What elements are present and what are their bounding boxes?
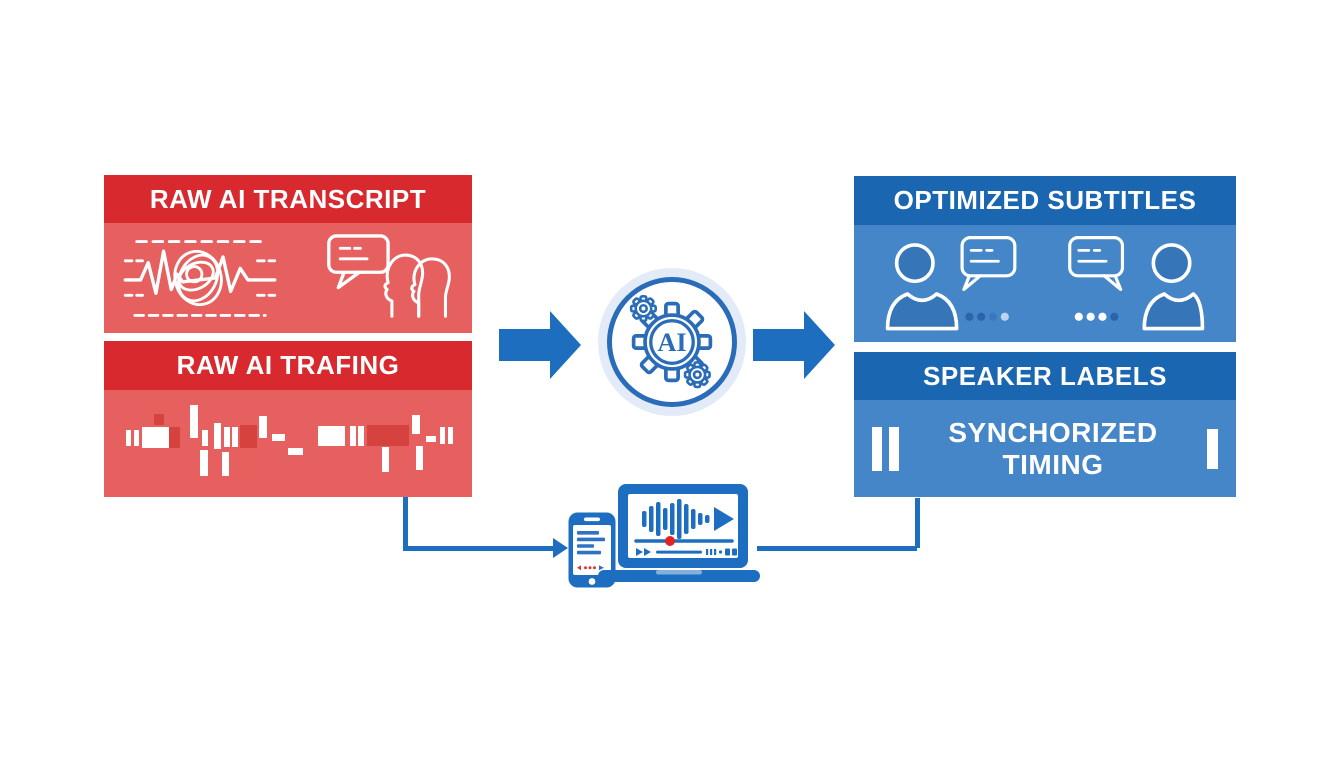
arrow-right-icon (753, 311, 835, 379)
pause-bar-icon (1207, 428, 1218, 469)
optimized-subtitles-header: OPTIMIZED SUBTITLES (854, 176, 1236, 225)
speaker-labels-title: SPEAKER LABELS (923, 360, 1167, 391)
left-connector-arrowhead (553, 538, 568, 558)
synchronized-timing-label: SYNCHORIZED TIMING (948, 416, 1158, 480)
speaker-labels-body: SYNCHORIZED TIMING (854, 400, 1236, 497)
speakers-chat-icon (327, 234, 451, 318)
smartphone-transcript-icon (568, 512, 616, 588)
speaker-labels-box: SPEAKER LABELS SYNCHORIZED TIMING (854, 352, 1236, 497)
synchronized-timing-row: SYNCHORIZED TIMING (854, 400, 1236, 497)
left-connector-horizontal (403, 546, 555, 551)
raw-transcript-body (104, 223, 472, 333)
ai-processor-badge: AI (598, 268, 746, 416)
left-connector-vertical (403, 497, 408, 548)
speaker-labels-header: SPEAKER LABELS (854, 352, 1236, 400)
speaker-chat-left-icon (885, 235, 1017, 330)
raw-timing-title: RAW AI TRAFING (176, 350, 400, 380)
arrow-right-icon (499, 311, 581, 379)
speaker-chat-right-icon (1068, 235, 1205, 330)
optimized-subtitles-body (854, 225, 1236, 342)
raw-timing-box: RAW AI TRAFING (104, 341, 472, 497)
rough-timing-bars-icon (126, 405, 453, 476)
laptop-media-player-icon (598, 484, 760, 582)
right-connector-horizontal (757, 546, 917, 551)
ai-gears-icon: AI (629, 294, 713, 389)
raw-timing-body (104, 390, 472, 497)
raw-timing-header: RAW AI TRAFING (104, 341, 472, 390)
speaker-chat-groups (854, 234, 1236, 334)
right-connector-vertical (915, 498, 920, 548)
raw-transcript-header: RAW AI TRANSCRIPT (104, 175, 472, 223)
optimized-subtitles-box: OPTIMIZED SUBTITLES (854, 176, 1236, 342)
optimized-subtitles-title: OPTIMIZED SUBTITLES (893, 185, 1197, 215)
pause-bars-icon (872, 426, 899, 471)
ai-label: AI (657, 328, 686, 357)
messy-waveform-icon (123, 240, 277, 317)
raw-transcript-box: RAW AI TRANSCRIPT (104, 175, 472, 333)
raw-transcript-title: RAW AI TRANSCRIPT (149, 183, 427, 214)
